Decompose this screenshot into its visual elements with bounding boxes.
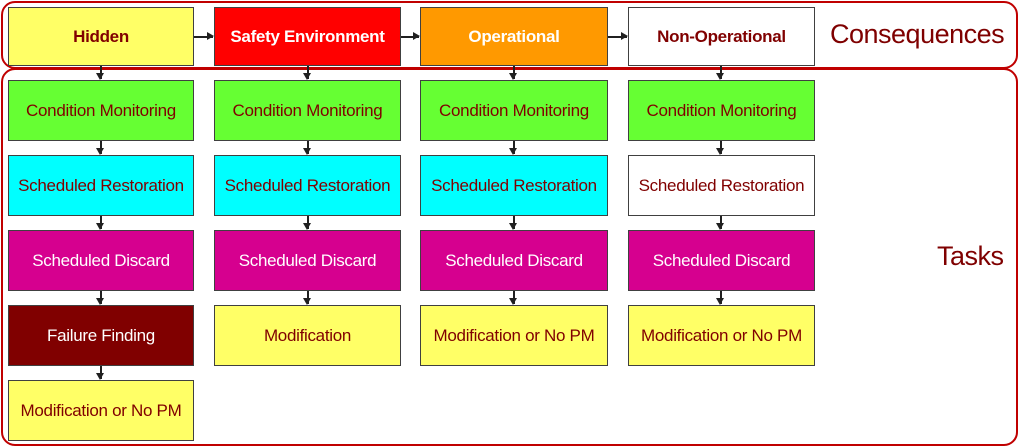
- task-scheduled-discard: Scheduled Discard: [628, 230, 815, 291]
- consequence-hidden: Hidden: [8, 7, 194, 66]
- task-condition-monitoring: Condition Monitoring: [628, 80, 815, 141]
- arrow-down-icon: [97, 216, 103, 230]
- arrow-down-icon: [97, 141, 103, 155]
- task-scheduled-restoration: Scheduled Restoration: [8, 155, 194, 216]
- arrow-down-icon: [304, 141, 310, 155]
- arrow-down-icon: [510, 216, 516, 230]
- consequence-safety-environment: Safety Environment: [214, 7, 401, 66]
- consequences-label: Consequences: [830, 19, 1005, 49]
- task-condition-monitoring: Condition Monitoring: [420, 80, 608, 141]
- task-modification-or-no-pm: Modification or No PM: [628, 305, 815, 366]
- task-modification-or-no-pm: Modification or No PM: [8, 380, 194, 441]
- task-failure-finding: Failure Finding: [8, 305, 194, 366]
- tasks-label: Tasks: [937, 241, 1004, 271]
- task-modification: Modification: [214, 305, 401, 366]
- arrow-down-icon: [304, 291, 310, 305]
- task-condition-monitoring: Condition Monitoring: [8, 80, 194, 141]
- consequence-non-operational: Non-Operational: [628, 7, 815, 66]
- arrow-down-icon: [304, 66, 310, 80]
- tasks-frame: [1, 68, 1018, 446]
- task-scheduled-restoration: Scheduled Restoration: [420, 155, 608, 216]
- arrow-down-icon: [717, 291, 723, 305]
- arrow-right-icon: [194, 33, 214, 39]
- task-modification-or-no-pm: Modification or No PM: [420, 305, 608, 366]
- task-scheduled-discard: Scheduled Discard: [420, 230, 608, 291]
- arrow-down-icon: [97, 366, 103, 380]
- consequence-operational: Operational: [420, 7, 608, 66]
- arrow-down-icon: [97, 66, 103, 80]
- arrow-down-icon: [717, 216, 723, 230]
- arrow-right-icon: [608, 33, 628, 39]
- arrow-down-icon: [717, 66, 723, 80]
- arrow-down-icon: [304, 216, 310, 230]
- task-scheduled-discard: Scheduled Discard: [8, 230, 194, 291]
- task-scheduled-restoration: Scheduled Restoration: [628, 155, 815, 216]
- arrow-down-icon: [510, 66, 516, 80]
- arrow-down-icon: [717, 141, 723, 155]
- arrow-down-icon: [510, 141, 516, 155]
- arrow-down-icon: [510, 291, 516, 305]
- arrow-down-icon: [97, 291, 103, 305]
- task-condition-monitoring: Condition Monitoring: [214, 80, 401, 141]
- arrow-right-icon: [401, 33, 420, 39]
- task-scheduled-discard: Scheduled Discard: [214, 230, 401, 291]
- task-scheduled-restoration: Scheduled Restoration: [214, 155, 401, 216]
